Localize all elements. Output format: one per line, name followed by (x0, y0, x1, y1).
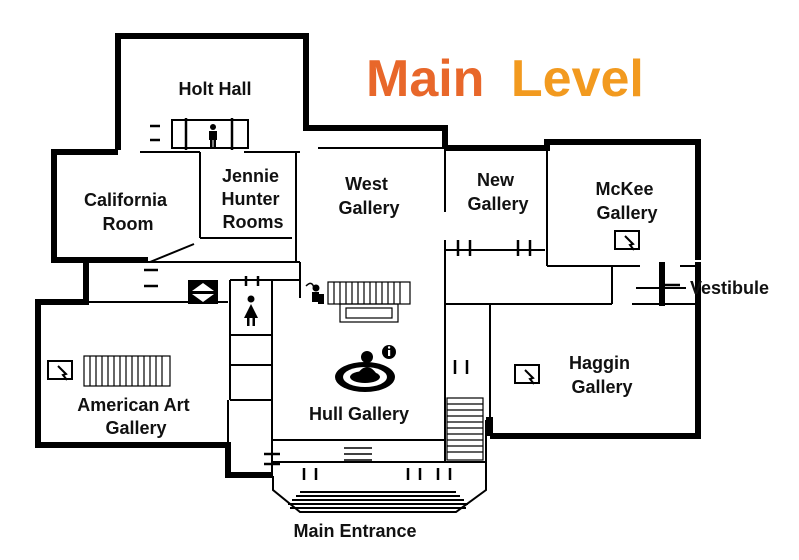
room-label-hull-gallery: Hull Gallery (309, 404, 409, 424)
room-label-jennie-hunter-rooms: Jennie Hunter Rooms (221, 166, 284, 232)
inner-walls (38, 119, 698, 513)
room-label-american-art-gallery: American Art Gallery (77, 395, 194, 438)
room-label-vestibule: Vestibule (690, 278, 769, 298)
title-level: Level (511, 50, 644, 108)
touchscreen-icon (47, 360, 73, 381)
title-main: Main (366, 50, 484, 108)
steps-marks (344, 447, 372, 461)
door-marks (144, 118, 680, 480)
restroom-icon (209, 124, 217, 147)
room-label-new-gallery: New Gallery (467, 170, 528, 214)
room-label-mckee-gallery: McKee Gallery (595, 179, 658, 223)
touchscreen-icon (614, 230, 640, 251)
room-label-west-gallery: West Gallery (338, 174, 399, 218)
stairs-icon (446, 397, 484, 461)
restroom-icon (244, 295, 258, 326)
room-label-haggin-gallery: Haggin Gallery (569, 353, 635, 397)
stairs-icon (83, 355, 171, 387)
water-fountain-icon (305, 282, 324, 304)
elevator-icon (188, 280, 218, 304)
map-title: Main Level (366, 50, 644, 108)
information-desk-icon (335, 345, 396, 392)
room-label-california-room: California Room (84, 190, 172, 234)
room-label-holt-hall: Holt Hall (178, 79, 251, 99)
touchscreen-icon (514, 364, 540, 385)
stairs-icon (327, 281, 411, 323)
room-label-main-entrance: Main Entrance (293, 521, 416, 541)
